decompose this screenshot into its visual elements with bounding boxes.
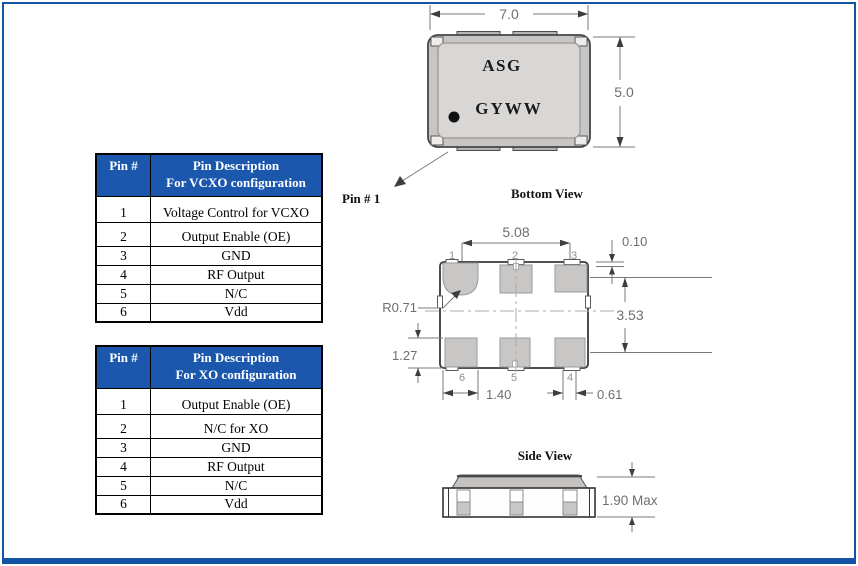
max-height-dim-label: 1.90 Max <box>602 493 658 508</box>
dimension-corner-radius: R0.71 <box>382 290 461 315</box>
pin-number-cell: 4 <box>95 264 151 285</box>
dimension-pad-pitch: 1.40 <box>442 370 511 402</box>
header-line1: Pin Description <box>192 350 280 365</box>
pin-numbers: 1 2 3 6 5 4 <box>449 250 577 384</box>
dimension-pad-height: 1.27 <box>392 323 443 383</box>
pad-4 <box>554 337 586 368</box>
pin-label-top-2: 2 <box>512 250 518 262</box>
width-dim-label: 7.0 <box>499 6 519 22</box>
pin-label-bottom-4: 4 <box>567 372 573 384</box>
dimension-pad-width: 0.61 <box>547 370 622 402</box>
pin-column-header: Pin # <box>95 345 151 389</box>
pin-number-cell: 6 <box>95 494 151 515</box>
pad-width-dim-label: 0.61 <box>597 387 622 402</box>
pad-6 <box>444 337 478 368</box>
header-line1: Pin Description <box>192 158 280 173</box>
pin1-dot-marker <box>448 111 460 123</box>
pin-description-cell: Output Enable (OE) <box>150 387 323 415</box>
pad-height-dim-label: 1.27 <box>392 348 417 363</box>
side-profile <box>442 474 596 518</box>
pin-number-cell: 5 <box>95 475 151 496</box>
dimension-pad-row-span: 3.53 <box>590 277 712 353</box>
pad-pitch-dim-label: 1.40 <box>486 387 511 402</box>
table-header-row: Pin # Pin Description For VCXO configura… <box>95 153 323 197</box>
header-line2: For XO configuration <box>175 366 297 382</box>
pin1-leader: Pin # 1 <box>342 151 449 206</box>
pin-number-cell: 2 <box>95 413 151 439</box>
pad-span-dim-label: 5.08 <box>502 224 529 240</box>
pad-row-span-dim-label: 3.53 <box>616 307 643 323</box>
table-header-row: Pin # Pin Description For XO configurati… <box>95 345 323 389</box>
pin-description-cell: Voltage Control for VCXO <box>150 195 323 223</box>
pad-3 <box>554 264 588 293</box>
pin-label-top-1: 1 <box>449 250 455 262</box>
pin-description-cell: RF Output <box>150 264 323 285</box>
description-column-header: Pin Description For VCXO configuration <box>150 153 323 197</box>
pin1-label: Pin # 1 <box>342 191 380 206</box>
pin-description-cell: Output Enable (OE) <box>150 221 323 247</box>
xo-pin-table: Pin # Pin Description For XO configurati… <box>95 345 323 515</box>
description-column-header: Pin Description For XO configuration <box>150 345 323 389</box>
pin-number-cell: 6 <box>95 302 151 323</box>
pin-label-bottom-5: 5 <box>511 372 517 384</box>
pad-1 <box>442 262 479 296</box>
package-lid <box>437 42 581 139</box>
corner-radius-dim-label: R0.71 <box>382 300 417 315</box>
oscillator-package: ASG GYWW <box>427 31 591 151</box>
edge-offset-dim-label: 0.10 <box>622 234 647 249</box>
pin-number-cell: 5 <box>95 283 151 304</box>
pin-description-cell: N/C for XO <box>150 413 323 439</box>
package-footprint <box>425 258 615 374</box>
pin-number-cell: 1 <box>95 195 151 223</box>
vcxo-pin-table: Pin # Pin Description For VCXO configura… <box>95 153 323 323</box>
pin-description-cell: GND <box>150 245 323 266</box>
pin-description-cell: Vdd <box>150 494 323 515</box>
pin-description-cell: N/C <box>150 475 323 496</box>
pin-column-header: Pin # <box>95 153 151 197</box>
pin-number-cell: 4 <box>95 456 151 477</box>
header-line2: For VCXO configuration <box>166 174 306 190</box>
dimension-edge-offset: 0.10 <box>596 234 647 284</box>
top-view-drawing: 7.0 ASG GYWW 5.0 <box>342 5 635 206</box>
pin-number-cell: 3 <box>95 245 151 266</box>
pin-number-cell: 3 <box>95 437 151 458</box>
pin-label-top-3: 3 <box>571 250 577 262</box>
bottom-accent-bar <box>2 558 856 564</box>
dimension-width: 7.0 <box>429 5 589 30</box>
package-marking-line2: GYWW <box>475 99 543 118</box>
pin-description-cell: RF Output <box>150 456 323 477</box>
pin-description-cell: GND <box>150 437 323 458</box>
pin-description-cell: N/C <box>150 283 323 304</box>
pin-description-cell: Vdd <box>150 302 323 323</box>
side-view-drawing: Side View 1.90 Max <box>442 448 658 532</box>
pin-number-cell: 2 <box>95 221 151 247</box>
package-marking-line1: ASG <box>482 56 521 75</box>
side-view-title: Side View <box>518 448 573 463</box>
height-dim-label: 5.0 <box>614 84 634 100</box>
dimension-max-height: 1.90 Max <box>597 462 658 532</box>
dimension-pad-span: 5.08 <box>461 224 571 262</box>
bottom-view-drawing: 5.08 <box>382 224 712 402</box>
dimension-height: 5.0 <box>593 36 635 148</box>
bottom-view-title: Bottom View <box>511 186 583 201</box>
pin-number-cell: 1 <box>95 387 151 415</box>
pin-label-bottom-6: 6 <box>459 372 465 384</box>
